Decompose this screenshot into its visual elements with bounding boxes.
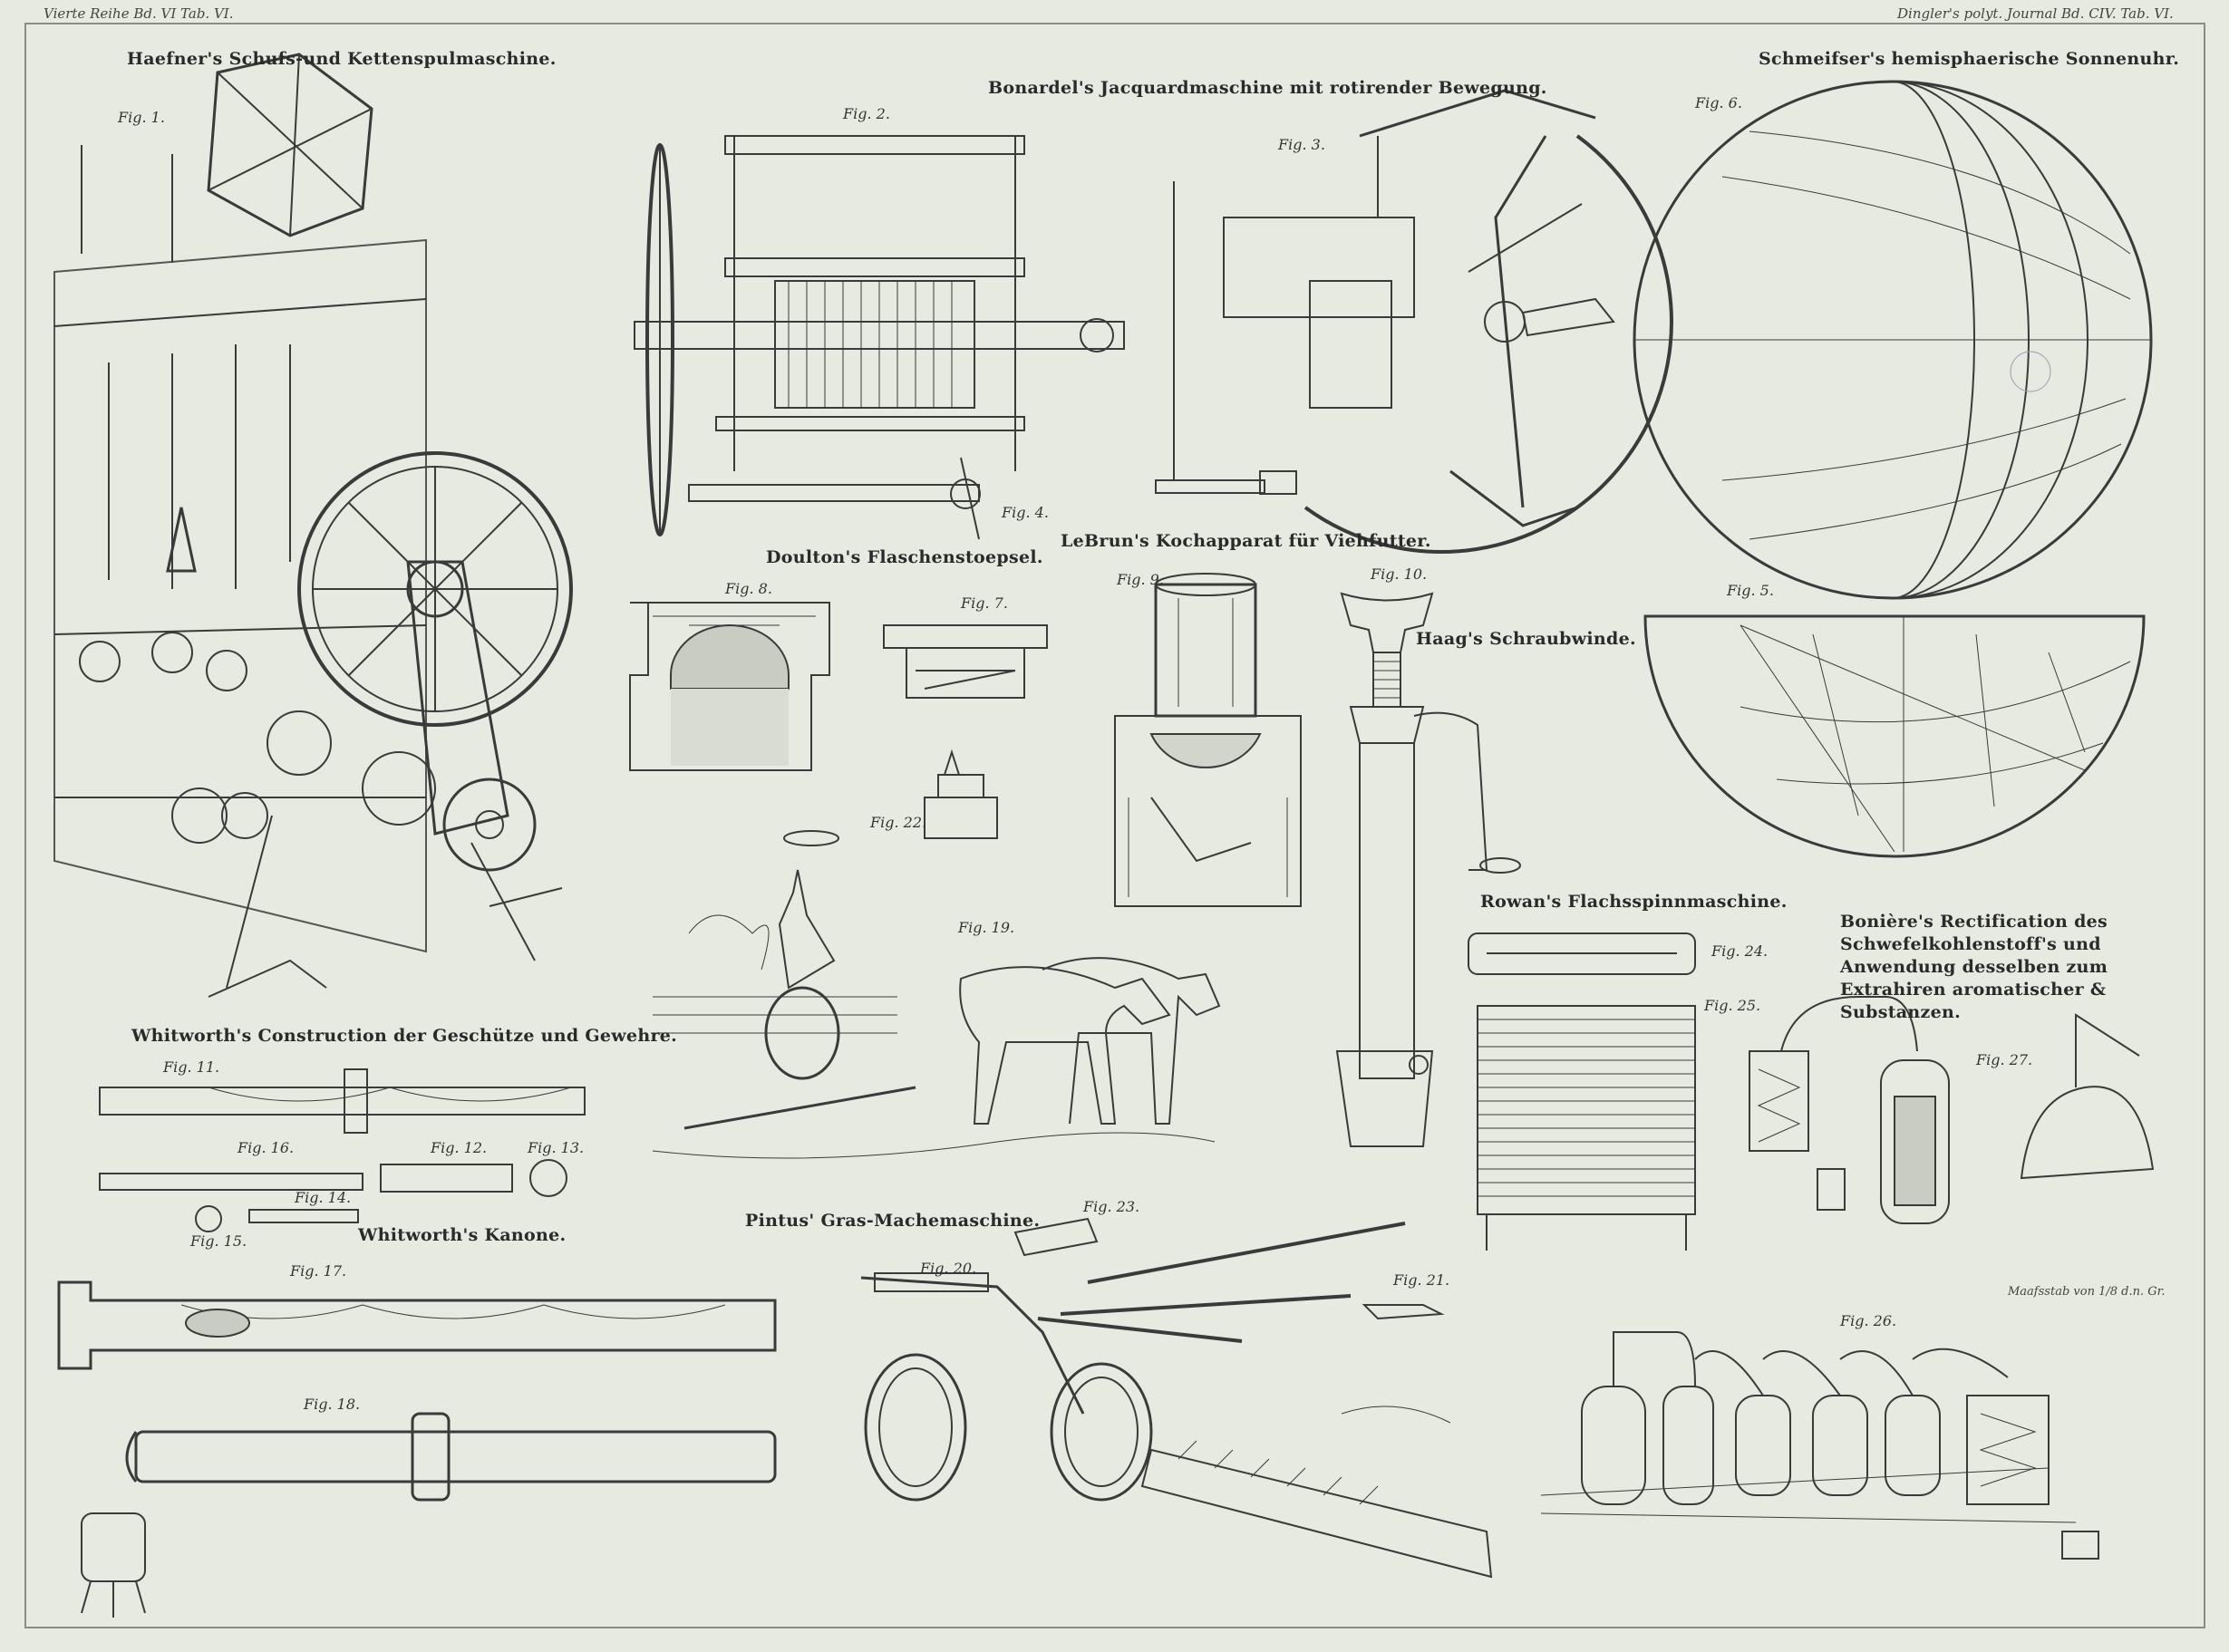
fig-label-17: Fig. 17. (290, 1262, 347, 1280)
distillation-fig26-drawing (1540, 1331, 2099, 1560)
scale-note: Maafsstab von 1/8 d.n. Gr. (2008, 1285, 2166, 1299)
fig-label-2: Fig. 2. (843, 105, 890, 122)
whitworth-cannon-drawing (57, 1280, 777, 1618)
fig-label-7: Fig. 7. (961, 594, 1008, 612)
plate-border (24, 23, 2205, 1628)
cooker-fig9-drawing (1114, 573, 1302, 907)
title-schmeisser: Schmeifser's hemisphaerische Sonnenuhr. (1759, 49, 2180, 69)
fig-label-14: Fig. 14. (295, 1189, 352, 1206)
fig-label-23: Fig. 23. (1083, 1198, 1140, 1215)
title-whitworth-kanone: Whitworth's Kanone. (358, 1225, 567, 1245)
jacquard-machine-drawing (634, 89, 1673, 554)
title-whitworth-construction: Whitworth's Construction der Geschütze u… (131, 1026, 678, 1046)
grass-mower-fig20-drawing (860, 1217, 1493, 1579)
title-bonardel: Bonardel's Jacquardmaschine mit rotirend… (988, 78, 1547, 98)
sundial-fig5-drawing (1643, 614, 2146, 858)
rectification-fig27-drawing (1749, 996, 2155, 1224)
title-boniere: Bonière's Rectification des Schwefelkohl… (1840, 912, 2108, 1022)
fig-label-8: Fig. 8. (725, 580, 772, 597)
fig-label-10: Fig. 10. (1371, 565, 1428, 583)
fig-label-19: Fig. 19. (958, 919, 1015, 936)
title-haag: Haag's Schraubwinde. (1416, 629, 1636, 649)
fig-label-4: Fig. 4. (1002, 504, 1049, 521)
fig-label-9: Fig. 9. (1117, 571, 1164, 588)
fig-label-12: Fig. 12. (431, 1139, 488, 1156)
mowing-machine-fig19-drawing (652, 830, 1221, 1159)
sundial-fig6-drawing (1633, 80, 2153, 600)
spooling-machine-drawing (53, 53, 573, 998)
title-haefner: Haefner's Schufs-und Kettenspulmaschine. (127, 49, 557, 69)
fig-label-18: Fig. 18. (304, 1396, 361, 1413)
fig-label-5: Fig. 5. (1727, 582, 1774, 599)
fig-label-20: Fig. 20. (920, 1260, 977, 1277)
fig-label-1: Fig. 1. (118, 109, 165, 126)
screw-jack-fig10-drawing (1335, 592, 1521, 1147)
fig-label-22: Fig. 22. (870, 814, 927, 831)
fig-label-25: Fig. 25. (1704, 997, 1761, 1014)
fig-label-3: Fig. 3. (1278, 136, 1325, 153)
fig-label-15: Fig. 15. (190, 1232, 247, 1250)
fig7-fig22-drawing (883, 624, 1048, 839)
title-doulton: Doulton's Flaschenstoepsel. (766, 547, 1043, 567)
fig-label-6: Fig. 6. (1695, 94, 1742, 111)
fig-label-27: Fig. 27. (1976, 1051, 2033, 1068)
title-lebrun: LeBrun's Kochapparat für Viehfutter. (1061, 531, 1431, 551)
fig-label-21: Fig. 21. (1393, 1271, 1450, 1289)
fig-label-24: Fig. 24. (1711, 942, 1769, 960)
flax-spinning-drawing (1468, 932, 1696, 1251)
title-rowan: Rowan's Flachsspinnmaschine. (1480, 892, 1788, 912)
fig-label-26: Fig. 26. (1840, 1312, 1897, 1329)
bottle-stopper-fig8-drawing (629, 602, 830, 771)
plate-header-right: Dingler's polyt. Journal Bd. CIV. Tab. V… (1897, 5, 2174, 22)
whitworth-small-figs-drawing (99, 1068, 586, 1232)
fig-label-16: Fig. 16. (237, 1139, 295, 1156)
plate-header-left: Vierte Reihe Bd. VI Tab. VI. (44, 5, 234, 22)
fig-label-11: Fig. 11. (163, 1058, 220, 1076)
fig-label-13: Fig. 13. (528, 1139, 585, 1156)
title-pintus: Pintus' Gras-Machemaschine. (745, 1211, 1041, 1231)
